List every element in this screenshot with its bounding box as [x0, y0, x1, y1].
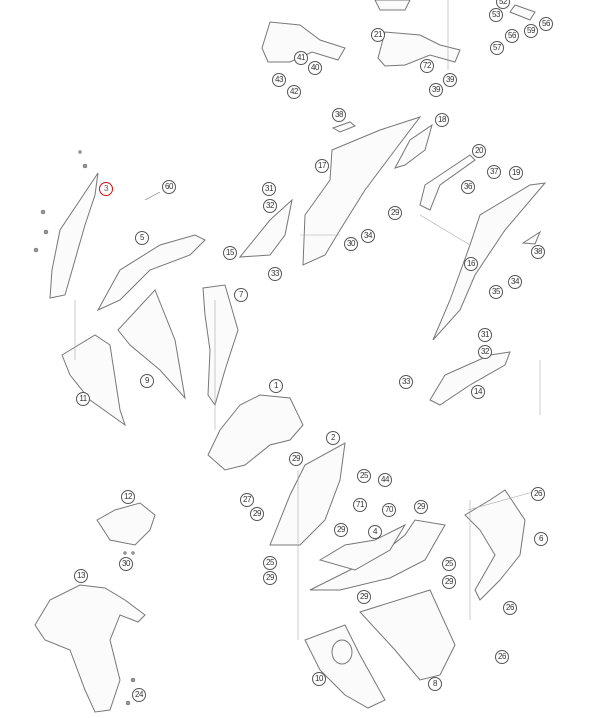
callout-39[interactable]: 39: [443, 73, 457, 87]
callout-11[interactable]: 11: [76, 392, 90, 406]
callout-41[interactable]: 41: [294, 51, 308, 65]
callout-3-highlighted[interactable]: 3: [99, 182, 113, 196]
callout-29[interactable]: 29: [289, 452, 303, 466]
callout-26[interactable]: 26: [531, 487, 545, 501]
callout-14[interactable]: 14: [471, 385, 485, 399]
callout-33[interactable]: 33: [399, 375, 413, 389]
callout-2[interactable]: 2: [326, 431, 340, 445]
part-top-fragment: [374, 0, 411, 11]
part-38-pad-right: [521, 230, 542, 245]
callout-12[interactable]: 12: [121, 490, 135, 504]
part-bracket-left: [261, 21, 346, 63]
callout-34[interactable]: 34: [361, 229, 375, 243]
callout-71[interactable]: 71: [353, 498, 367, 512]
callout-5[interactable]: 5: [135, 231, 149, 245]
part-2: [269, 442, 346, 546]
callout-26[interactable]: 26: [503, 601, 517, 615]
callout-29[interactable]: 29: [414, 500, 428, 514]
callout-29[interactable]: 29: [357, 590, 371, 604]
callout-31[interactable]: 31: [478, 328, 492, 342]
callout-21[interactable]: 21: [371, 28, 385, 42]
callout-40[interactable]: 40: [308, 61, 322, 75]
callout-4[interactable]: 4: [368, 525, 382, 539]
callout-59[interactable]: 59: [524, 24, 538, 38]
callout-29[interactable]: 29: [250, 507, 264, 521]
callout-32[interactable]: 32: [263, 199, 277, 213]
callout-56[interactable]: 56: [539, 17, 553, 31]
part-17: [302, 116, 422, 266]
part-7: [202, 284, 239, 407]
callout-9[interactable]: 9: [140, 374, 154, 388]
callout-26[interactable]: 26: [495, 650, 509, 664]
callout-19[interactable]: 19: [509, 166, 523, 180]
callout-38[interactable]: 38: [332, 108, 346, 122]
callout-18[interactable]: 18: [435, 113, 449, 127]
callout-15[interactable]: 15: [223, 246, 237, 260]
part-60-rod: [144, 191, 161, 201]
callout-20[interactable]: 20: [472, 144, 486, 158]
callout-60[interactable]: 60: [162, 180, 176, 194]
part-3-side-panel: [49, 172, 99, 299]
part-11: [61, 334, 126, 427]
part-21: [377, 31, 461, 67]
callout-33[interactable]: 33: [268, 267, 282, 281]
part-14: [429, 351, 511, 406]
callout-42[interactable]: 42: [287, 85, 301, 99]
callout-29[interactable]: 29: [442, 575, 456, 589]
callout-32[interactable]: 32: [478, 345, 492, 359]
part-6: [464, 489, 526, 601]
part-16: [432, 182, 547, 341]
part-53-59: [509, 4, 536, 21]
callout-10[interactable]: 10: [312, 672, 326, 686]
part-8: [359, 589, 456, 681]
part-15: [238, 198, 293, 258]
callout-56[interactable]: 56: [505, 29, 519, 43]
callout-70[interactable]: 70: [382, 503, 396, 517]
callout-24[interactable]: 24: [132, 688, 146, 702]
callout-17[interactable]: 17: [315, 159, 329, 173]
part-20: [419, 154, 476, 211]
callout-53[interactable]: 53: [489, 8, 503, 22]
part-4-upper: [318, 523, 407, 571]
callout-30[interactable]: 30: [119, 557, 133, 571]
callout-52[interactable]: 52: [496, 0, 510, 9]
callout-30[interactable]: 30: [344, 237, 358, 251]
callout-31[interactable]: 31: [262, 182, 276, 196]
callout-43[interactable]: 43: [272, 73, 286, 87]
callout-25[interactable]: 25: [357, 469, 371, 483]
part-1-windscreen: [207, 394, 304, 471]
callout-72[interactable]: 72: [420, 59, 434, 73]
callout-27[interactable]: 27: [240, 493, 254, 507]
callout-37[interactable]: 37: [487, 165, 501, 179]
callout-29[interactable]: 29: [334, 523, 348, 537]
callout-29[interactable]: 29: [388, 206, 402, 220]
part-9: [117, 289, 186, 400]
callout-57[interactable]: 57: [490, 41, 504, 55]
callout-34[interactable]: 34: [508, 275, 522, 289]
part-18: [393, 123, 433, 169]
part-38-pad: [331, 121, 356, 133]
callout-8[interactable]: 8: [428, 677, 442, 691]
callout-16[interactable]: 16: [464, 257, 478, 271]
callout-13[interactable]: 13: [74, 569, 88, 583]
callout-25[interactable]: 25: [263, 556, 277, 570]
part-12: [96, 502, 156, 546]
callout-1[interactable]: 1: [269, 379, 283, 393]
callout-25[interactable]: 25: [442, 557, 456, 571]
callout-39[interactable]: 39: [429, 83, 443, 97]
callout-7[interactable]: 7: [234, 288, 248, 302]
callout-38[interactable]: 38: [531, 245, 545, 259]
callout-44[interactable]: 44: [378, 473, 392, 487]
callout-29[interactable]: 29: [263, 571, 277, 585]
callout-35[interactable]: 35: [489, 285, 503, 299]
part-10: [304, 624, 386, 709]
part-5: [96, 234, 206, 312]
callout-6[interactable]: 6: [534, 532, 548, 546]
callout-36[interactable]: 36: [461, 180, 475, 194]
part-13-front-fender: [34, 584, 146, 713]
